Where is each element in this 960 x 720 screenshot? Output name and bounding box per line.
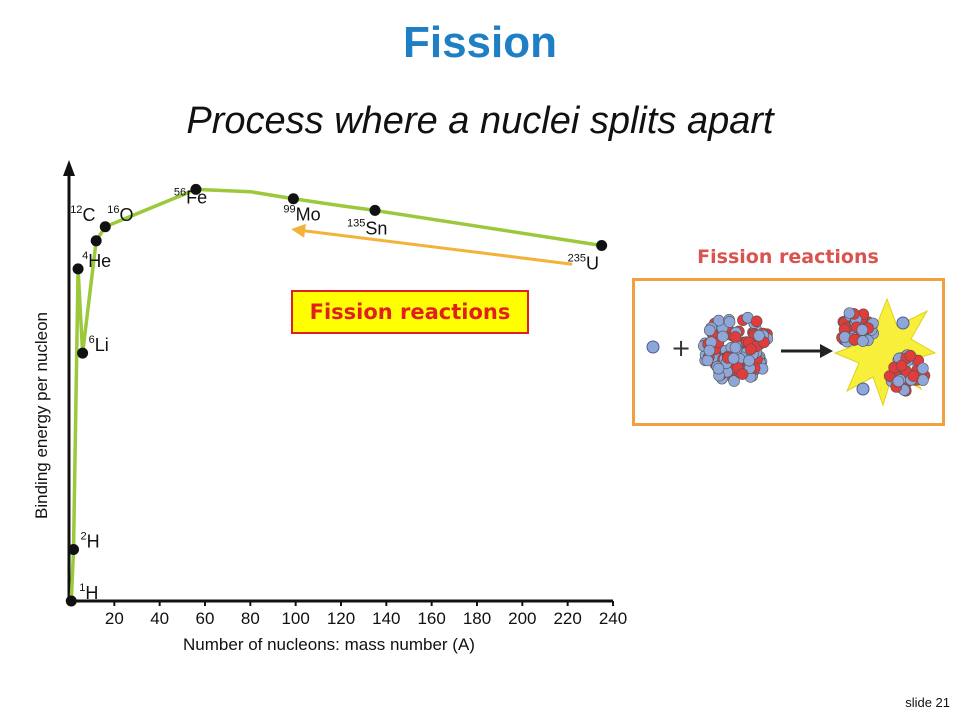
uranium-nucleus-icon <box>698 311 774 387</box>
x-tick-label: 120 <box>327 609 355 628</box>
arrow-head-icon <box>291 223 306 238</box>
x-tick-label: 160 <box>417 609 445 628</box>
data-point <box>287 193 299 205</box>
fission-panel-label: Fission reactions <box>697 246 879 268</box>
fission-reactions-callout: Fission reactions <box>291 290 529 334</box>
x-tick-label: 80 <box>241 609 260 628</box>
point-label: 12C <box>70 204 95 225</box>
data-point <box>369 204 381 216</box>
data-point <box>77 347 89 359</box>
binding-energy-curve <box>69 187 602 602</box>
x-tick-label: 240 <box>599 609 627 628</box>
y-axis-label: Binding energy per nucleon <box>32 312 51 519</box>
data-point <box>596 239 608 251</box>
data-point <box>68 544 80 556</box>
x-tick-label: 100 <box>281 609 309 628</box>
x-tick-label: 180 <box>463 609 491 628</box>
point-label: 1H <box>79 582 98 603</box>
x-tick-label: 220 <box>553 609 581 628</box>
plus-sign: + <box>671 334 691 362</box>
slide-subtitle: Process where a nuclei splits apart <box>186 100 774 142</box>
slide-title: Fission <box>402 18 558 67</box>
y-axis-arrow-icon <box>63 160 75 176</box>
fission-fragment-1-icon <box>836 307 879 348</box>
point-label: 16O <box>107 204 133 225</box>
point-label: 135Sn <box>347 217 387 238</box>
reaction-arrow-icon <box>781 344 833 358</box>
fission-fragment-2-icon <box>883 349 931 397</box>
neutron-icon <box>646 340 660 354</box>
data-point <box>72 263 84 275</box>
point-label: 6Li <box>89 334 109 355</box>
point-label: 235U <box>568 252 599 273</box>
slide-number: slide 21 <box>905 695 950 710</box>
x-tick-label: 200 <box>508 609 536 628</box>
callout-label: Fission reactions <box>309 300 511 324</box>
point-label: 56Fe <box>174 186 207 207</box>
point-label: 4He <box>82 250 111 271</box>
x-tick-label: 20 <box>105 609 124 628</box>
x-axis-label: Number of nucleons: mass number (A) <box>183 635 475 654</box>
x-tick-label: 140 <box>372 609 400 628</box>
point-label: 99Mo <box>283 204 320 225</box>
data-point <box>190 183 202 195</box>
data-point <box>99 221 111 233</box>
fission-direction-arrow <box>304 229 573 266</box>
data-point <box>90 235 102 247</box>
fission-illustration: + <box>646 297 937 407</box>
x-tick-label: 60 <box>196 609 215 628</box>
fission-illustration-panel: + <box>632 278 945 426</box>
x-tick-label: 40 <box>150 609 169 628</box>
data-point <box>65 595 77 607</box>
released-neutron-icon <box>896 316 910 330</box>
point-label: 2H <box>81 531 100 552</box>
released-neutron-icon <box>856 382 870 396</box>
